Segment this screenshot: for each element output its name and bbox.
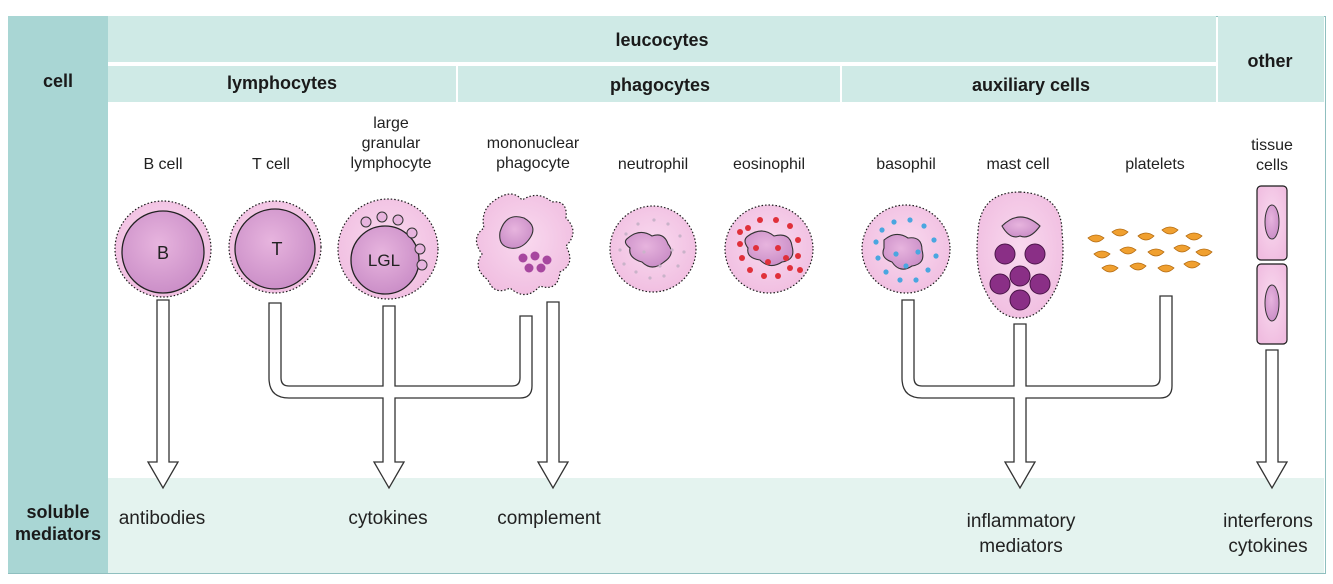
row-label-band xyxy=(8,16,108,573)
basophil-label: basophil xyxy=(876,156,936,173)
cytokines-label: cytokines xyxy=(348,508,428,529)
t-cell-label: T cell xyxy=(252,156,290,173)
t-cell-icon: T xyxy=(228,200,322,294)
auxiliary-cells-label: auxiliary cells xyxy=(971,75,1091,95)
other-header-band xyxy=(1218,16,1324,102)
eosinophil-label: eosinophil xyxy=(732,156,806,173)
inflammatory-mediators-label: inflammatory mediators xyxy=(966,511,1076,557)
eosinophil-icon xyxy=(724,204,814,294)
leucocytes-label: leucocytes xyxy=(615,30,709,50)
interferons-arrow xyxy=(1255,349,1289,490)
inflammatory-arrow xyxy=(901,295,1173,490)
neutrophil-label: neutrophil xyxy=(617,156,689,173)
b-cell-label: B cell xyxy=(143,156,183,173)
platelets-label: platelets xyxy=(1125,156,1185,173)
antibodies-arrow xyxy=(146,299,180,490)
tissue-cells-icon xyxy=(1256,185,1288,345)
mast-cell-label: mast cell xyxy=(986,156,1050,173)
other-label: other xyxy=(1247,51,1293,71)
interferons-cytokines-label: interferons cytokines xyxy=(1223,511,1313,557)
mononuclear-phagocyte-label: mononuclear phagocyte xyxy=(486,135,580,172)
mast-cell-icon xyxy=(976,191,1064,319)
lgl-icon: LGL xyxy=(337,198,439,300)
mediators-band xyxy=(108,478,1324,573)
b-cell-icon: B xyxy=(114,200,212,298)
leucocytes-header-band xyxy=(108,16,1216,62)
antibodies-label: antibodies xyxy=(118,508,206,529)
neutrophil-icon xyxy=(609,205,697,293)
cell-row-label: cell xyxy=(42,71,74,91)
complement-arrow xyxy=(536,301,570,490)
lgl-label: large granular lymphocyte xyxy=(350,115,432,172)
lymphocytes-label: lymphocytes xyxy=(226,73,338,93)
lgl-glyph: LGL xyxy=(368,251,400,270)
t-cell-glyph: T xyxy=(272,239,283,259)
cytokines-arrow xyxy=(268,302,533,490)
complement-label: complement xyxy=(497,508,601,529)
phagocytes-label: phagocytes xyxy=(609,75,711,95)
tissue-cells-label: tissue cells xyxy=(1251,137,1293,174)
group-header-band xyxy=(108,66,1216,102)
header-divider xyxy=(456,66,458,102)
soluble-mediators-label: soluble mediators xyxy=(14,502,102,544)
mononuclear-phagocyte-icon xyxy=(475,193,574,296)
platelets-icon xyxy=(1087,226,1213,273)
basophil-icon xyxy=(861,204,951,294)
b-cell-glyph: B xyxy=(157,243,169,263)
header-divider xyxy=(840,66,842,102)
